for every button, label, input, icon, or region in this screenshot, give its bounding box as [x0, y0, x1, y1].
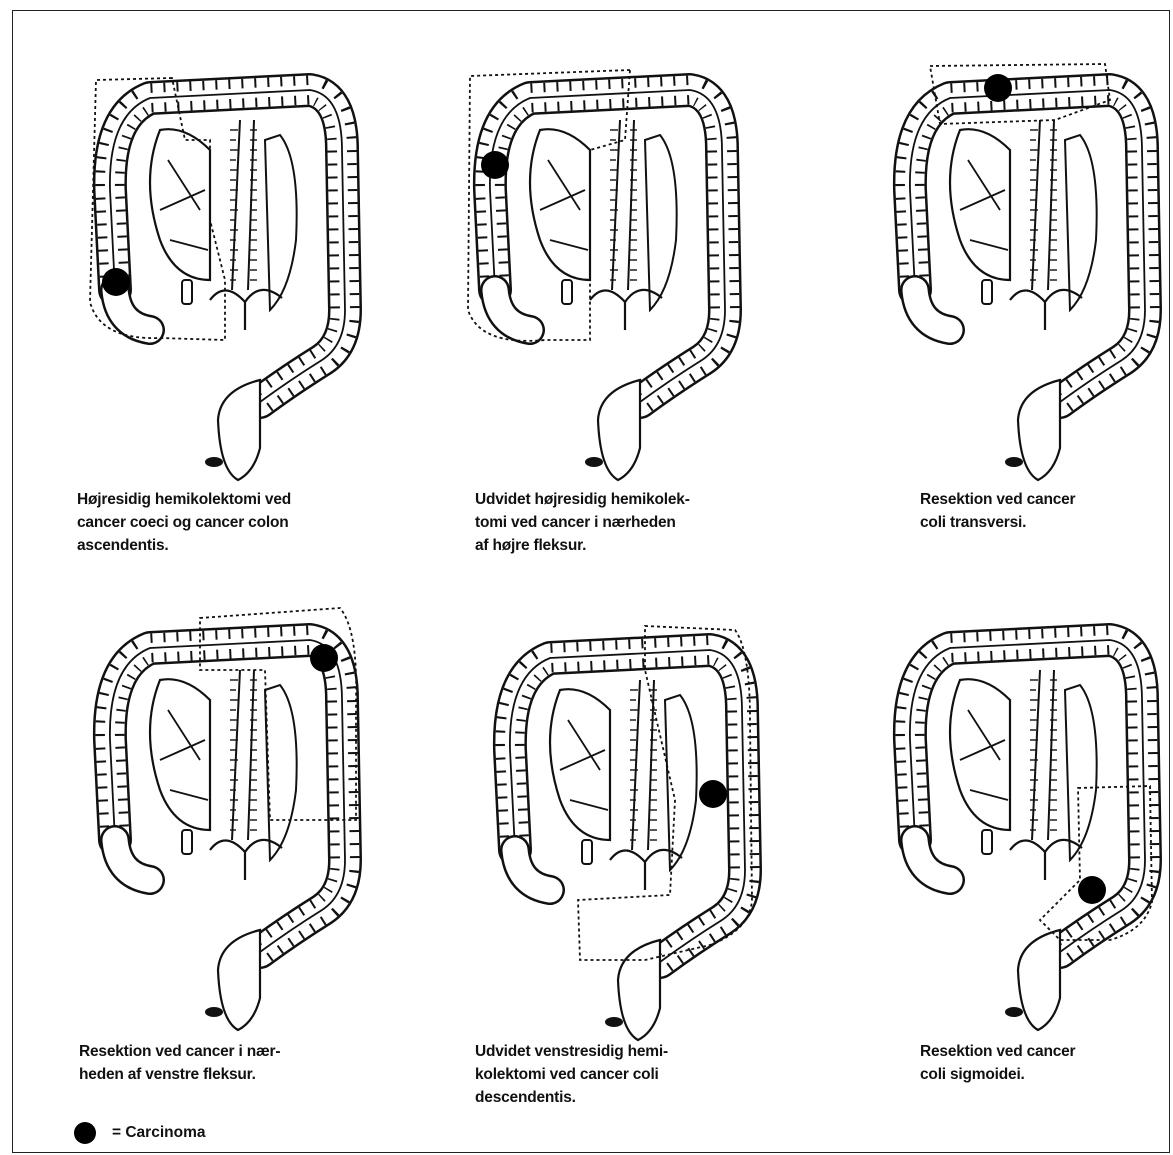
- caption-panel-4: Resektion ved cancer i nær- heden af ven…: [79, 1040, 280, 1086]
- anus-mark: [605, 1017, 623, 1027]
- anus-mark: [205, 1007, 223, 1017]
- left-organ-shape: [1065, 685, 1097, 860]
- rectum-shape: [598, 380, 640, 480]
- aorta-shape: [232, 120, 254, 290]
- colon-fill: [110, 90, 345, 402]
- colon-anatomy: [510, 626, 752, 1040]
- colon-fill: [910, 90, 1145, 402]
- carcinoma-marker: [984, 74, 1012, 102]
- appendix-shape: [562, 280, 572, 304]
- anus-mark: [205, 457, 223, 467]
- appendix-shape: [182, 280, 192, 304]
- cecum-fill: [115, 290, 150, 330]
- caption-panel-5: Udvidet venstresidig hemi- kolektomi ved…: [475, 1040, 668, 1109]
- colon-anatomy: [110, 608, 356, 1030]
- aorta-shape: [632, 680, 654, 850]
- appendix-shape: [182, 830, 192, 854]
- mesentery-lines: [960, 710, 1008, 800]
- colon-fill: [910, 640, 1145, 952]
- small-intestine-shape: [150, 679, 210, 830]
- anus-mark: [1005, 1007, 1023, 1017]
- colon-anatomy: [910, 640, 1152, 1030]
- left-organ-shape: [645, 135, 677, 310]
- colon-anatomy: [468, 70, 725, 480]
- caption-panel-2: Udvidet højresidig hemikolek- tomi ved c…: [475, 488, 690, 557]
- left-organ-shape: [265, 685, 297, 860]
- legend: = Carcinoma: [74, 1118, 205, 1148]
- cecum-fill: [915, 840, 950, 880]
- caption-panel-6: Resektion ved cancer coli sigmoidei.: [920, 1040, 1075, 1086]
- small-intestine-shape: [550, 689, 610, 840]
- left-organ-shape: [265, 135, 297, 310]
- carcinoma-marker: [699, 780, 727, 808]
- aorta-shape: [1032, 120, 1054, 290]
- colon-fill: [110, 640, 345, 952]
- caption-panel-3: Resektion ved cancer coli transversi.: [920, 488, 1075, 534]
- carcinoma-marker: [1078, 876, 1106, 904]
- colon-diagram-sigmoid-resection: [860, 590, 1173, 1030]
- appendix-shape: [982, 280, 992, 304]
- cecum-fill: [915, 290, 950, 330]
- left-organ-shape: [1065, 135, 1097, 310]
- caption-panel-1: Højresidig hemikolektomi ved cancer coec…: [77, 488, 291, 557]
- carcinoma-dot-icon: [74, 1122, 96, 1144]
- carcinoma-marker: [481, 151, 509, 179]
- colon-anatomy: [910, 64, 1145, 480]
- cecum-fill: [495, 290, 530, 330]
- rectum-shape: [218, 380, 260, 480]
- rectum-shape: [1018, 380, 1060, 480]
- small-intestine-shape: [530, 129, 590, 280]
- cecum-fill: [515, 850, 550, 890]
- aorta-shape: [1032, 670, 1054, 840]
- rectum-shape: [1018, 930, 1060, 1030]
- carcinoma-marker: [102, 268, 130, 296]
- left-organ-shape: [665, 695, 697, 870]
- mesentery-lines: [960, 160, 1008, 250]
- rectum-shape: [218, 930, 260, 1030]
- colon-diagram-right-hemicolectomy: [60, 40, 380, 480]
- small-intestine-shape: [950, 679, 1010, 830]
- cecum-fill: [115, 840, 150, 880]
- anus-mark: [1005, 457, 1023, 467]
- colon-diagram-left-flexure-resection: [60, 590, 380, 1030]
- aorta-shape: [232, 670, 254, 840]
- appendix-shape: [582, 840, 592, 864]
- colon-diagram-extended-left-hemicolectomy: [460, 600, 780, 1040]
- appendix-shape: [982, 830, 992, 854]
- anus-mark: [585, 457, 603, 467]
- rectum-shape: [618, 940, 660, 1040]
- aorta-shape: [612, 120, 634, 290]
- mesentery-lines: [160, 160, 208, 250]
- carcinoma-marker: [310, 644, 338, 672]
- mesentery-lines: [160, 710, 208, 800]
- legend-label: = Carcinoma: [112, 1124, 205, 1142]
- colon-diagram-extended-right-hemicolectomy: [440, 40, 760, 480]
- colon-anatomy: [90, 78, 345, 480]
- small-intestine-shape: [950, 129, 1010, 280]
- colon-diagram-transverse-resection: [860, 40, 1173, 480]
- colon-fill: [490, 90, 725, 402]
- mesentery-lines: [540, 160, 588, 250]
- mesentery-lines: [560, 720, 608, 810]
- small-intestine-shape: [150, 129, 210, 280]
